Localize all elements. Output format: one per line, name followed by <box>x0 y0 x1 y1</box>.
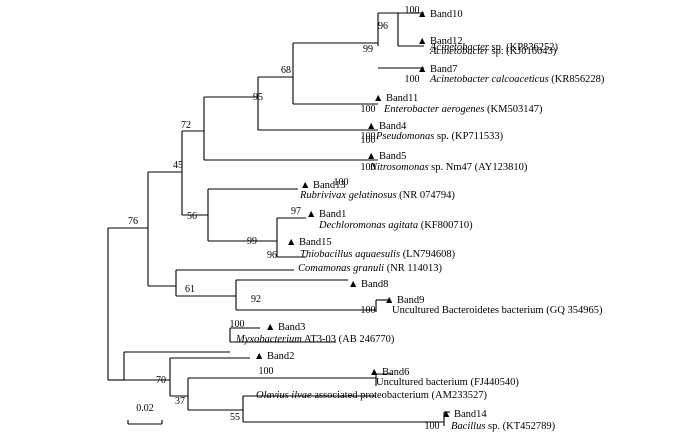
taxon-name: Thiobacillus aquaesulis (LN794608) <box>300 249 456 260</box>
taxon-accession: sp. (KT452789) <box>485 421 555 432</box>
band-label: ▲ Band1 <box>306 209 346 220</box>
taxon-genus: Uncultured Bacteroidetes bacterium <box>392 305 544 316</box>
taxon-genus: Myxobacterium <box>235 334 302 345</box>
taxon-name: Acinetobacter sp. (KP836252) <box>429 42 559 53</box>
band-label: ▲ Band13 <box>300 180 346 191</box>
taxon-name: Nitrosomonas sp. Nm47 (AY123810) <box>369 162 528 173</box>
bootstrap-value: 96 <box>378 21 388 32</box>
taxon-name: Olavius ilvae associated proteobacterium… <box>256 390 487 401</box>
taxon-accession: (KR856228) <box>549 74 605 85</box>
bootstrap-value: 68 <box>281 65 291 76</box>
taxon-name: Rubrivivax gelatinosus (NR 074794) <box>299 190 455 201</box>
taxon-name: Dechloromonas agitata (KF800710) <box>318 220 473 231</box>
taxon-genus: Rubrivivax gelatinosus <box>299 190 397 201</box>
taxon-name: Myxobacterium AT3-03 (AB 246770) <box>235 334 395 345</box>
band-label: ▲ Band14 <box>441 409 487 420</box>
band-label: ▲ Band4 <box>366 121 407 132</box>
taxon-genus: Pseudomonas <box>375 131 434 142</box>
taxon-accession: (KM503147) <box>484 104 543 115</box>
taxon-accession: (LN794608) <box>400 249 456 260</box>
bootstrap-value: 56 <box>187 211 197 222</box>
taxon-genus: Acinetobacter <box>429 42 490 53</box>
bootstrap-value: 55 <box>230 412 240 423</box>
taxon-accession: AT3-03 (AB 246770) <box>302 334 395 345</box>
bootstrap-value: 100 <box>405 5 420 16</box>
taxon-genus: Olavius ilvae <box>256 390 312 401</box>
taxon-name: Acinetobacter calcoaceticus (KR856228) <box>429 74 605 85</box>
bootstrap-value: 100 <box>361 305 376 316</box>
band-label: ▲ Band6 <box>369 367 409 378</box>
bootstrap-value: 92 <box>251 294 261 305</box>
taxon-accession: sp. (KJ016043) <box>489 46 557 57</box>
taxon-accession: (KF800710) <box>418 220 473 231</box>
taxon-name: Uncultured bacterium (FJ440540) <box>376 377 519 388</box>
band-label: ▲ Band9 <box>384 295 424 306</box>
taxon-genus: Enterobacter aerogenes <box>383 104 484 115</box>
bootstrap-value: 72 <box>181 120 191 131</box>
band-label: ▲ Band8 <box>348 279 388 290</box>
scale-bar-label: 0.02 <box>136 403 154 414</box>
bootstrap-value: 100 <box>230 319 245 330</box>
bootstrap-value: 100 <box>334 177 349 188</box>
taxon-genus: Dechloromonas agitata <box>318 220 418 231</box>
scale-bar: 0.02 <box>127 403 163 425</box>
taxon-accession: sp. (KP836252) <box>489 42 559 53</box>
taxon-accession: (FJ440540) <box>468 377 520 388</box>
band-label: ▲ Band3 <box>265 322 305 333</box>
taxon-accession: (NR 074794) <box>397 190 456 201</box>
bootstrap-value: 99 <box>363 44 373 55</box>
band-label: ▲ Band7 <box>417 64 457 75</box>
bootstrap-value: 99 <box>247 236 257 247</box>
bootstrap-value: 100 <box>361 135 376 146</box>
taxon-accession: sp. Nm47 (AY123810) <box>429 162 528 173</box>
bootstrap-value: 96 <box>267 250 277 261</box>
bootstrap-value: 100 <box>405 74 420 85</box>
bootstrap-value: 95 <box>253 92 263 103</box>
taxon-accession: associated proteobacterium (AM233527) <box>312 390 488 401</box>
bootstrap-value: 76 <box>128 216 138 227</box>
bootstrap-value: 100 <box>361 162 376 173</box>
bootstrap-value: 37 <box>175 396 185 407</box>
tree-branches <box>107 12 450 426</box>
bootstrap-value: 100 <box>425 421 440 432</box>
taxon-genus: Comamonas granuli <box>298 263 384 274</box>
bootstrap-value: 100 <box>361 104 376 115</box>
band-label: ▲ Band15 <box>286 237 332 248</box>
bootstrap-value: 45 <box>173 160 183 171</box>
band-label: ▲ Band10 <box>417 9 463 20</box>
band-label: ▲ Band2 <box>254 351 294 362</box>
bootstrap-value: 97 <box>291 206 301 217</box>
taxon-name: Acinetobacter sp. (KJ016043) <box>429 46 557 57</box>
taxon-genus: Acinetobacter calcoaceticus <box>429 74 549 85</box>
taxon-name: Comamonas granuli (NR 114013) <box>298 263 443 274</box>
taxon-genus: Acinetobacter <box>429 46 490 57</box>
taxon-name: Bacillus sp. (KT452789) <box>451 421 556 432</box>
taxon-genus: Nitrosomonas <box>369 162 429 173</box>
taxon-name: Enterobacter aerogenes (KM503147) <box>383 104 543 115</box>
taxon-accession: (NR 114013) <box>384 263 442 274</box>
taxon-name: Uncultured Bacteroidetes bacterium (GQ 3… <box>392 305 603 316</box>
taxon-genus: Uncultured bacterium <box>376 377 468 388</box>
bootstrap-value: 100 <box>259 366 274 377</box>
band-label: ▲ Band5 <box>366 151 406 162</box>
taxon-name: Pseudomonas sp. (KP711533) <box>375 131 504 142</box>
taxon-genus: Bacillus <box>451 421 485 432</box>
taxon-accession: sp. (KP711533) <box>434 131 503 142</box>
bootstrap-value: 61 <box>185 284 195 295</box>
bootstrap-values: 100 96 100 99 100 68 100 95 100 72 100 45 100 97 99 96 5… <box>128 5 440 432</box>
bootstrap-value: 100 <box>361 131 376 142</box>
band-label: ▲ Band11 <box>373 93 418 104</box>
taxon-accession: (GQ 354965) <box>544 305 603 316</box>
taxon-genus: Thiobacillus aquaesulis <box>300 249 400 260</box>
band-label: ▲ Band12 <box>417 36 463 47</box>
bootstrap-value: 70 <box>156 375 166 386</box>
